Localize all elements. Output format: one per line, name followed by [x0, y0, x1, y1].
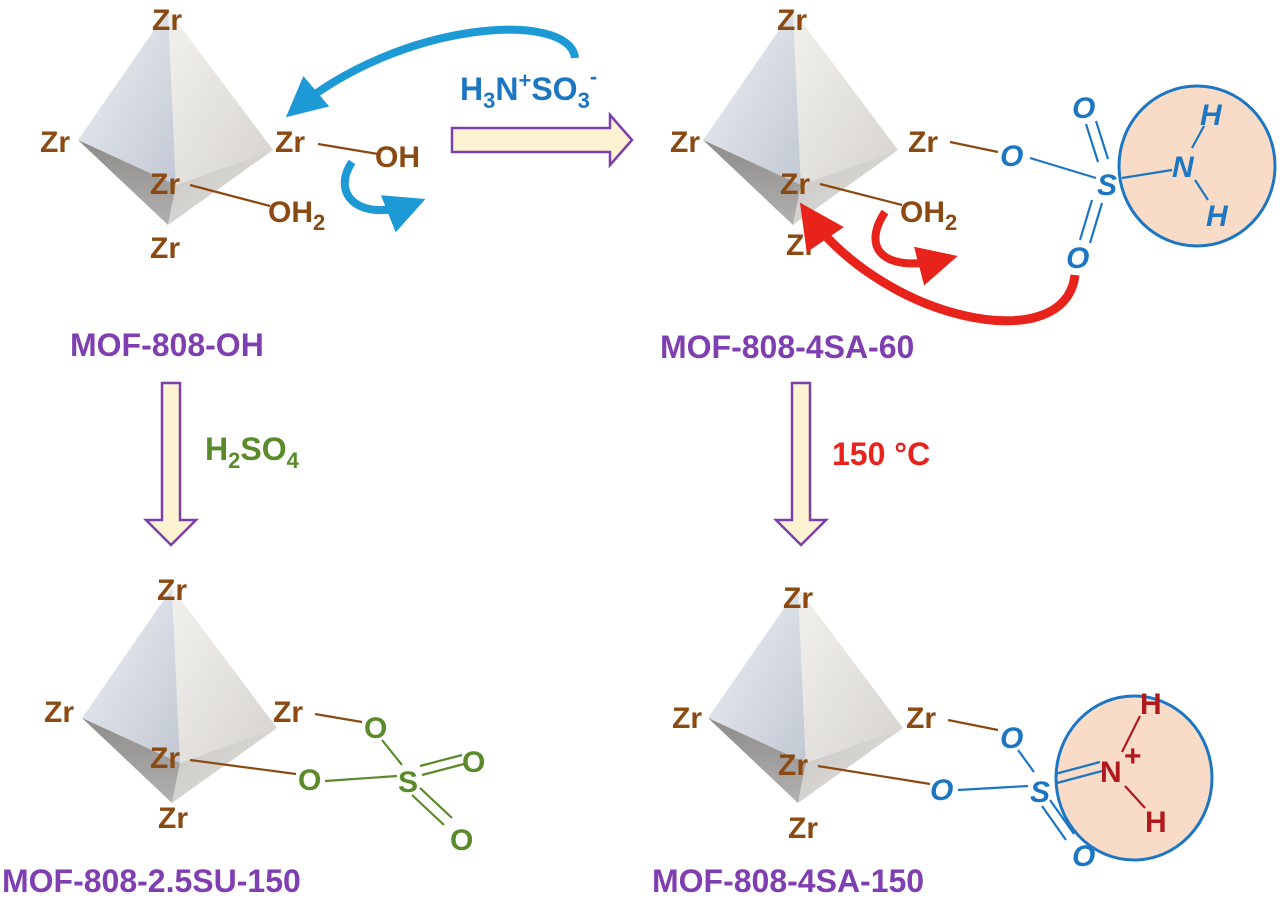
sulfate-o-bottom: O	[450, 824, 473, 857]
label-mof-808-oh: MOF-808-OH	[70, 327, 264, 363]
ammonium-n: N	[1100, 756, 1122, 789]
red-attack-arrow	[799, 202, 1080, 326]
aqua-label: OH2	[268, 196, 325, 235]
zr-o-bond-top	[314, 712, 363, 724]
zr-atom-center: Zr	[150, 742, 180, 775]
s-o-double-bond-b	[421, 762, 465, 777]
zr-atom-right: Zr	[908, 126, 938, 159]
sulfate-o-bridge-bottom: O	[298, 764, 321, 797]
ammonium-h-top: H	[1140, 688, 1162, 721]
zr-atom-top: Zr	[157, 574, 187, 607]
amine-n: N	[1172, 151, 1195, 184]
reaction-arrow-right-down	[772, 381, 830, 547]
o-s-bond-top	[1017, 749, 1035, 773]
s-o-double-bond-d	[1049, 799, 1075, 835]
zr-atom-bottom: Zr	[150, 232, 180, 265]
n-h-bond-top	[1121, 715, 1141, 753]
amine-h-bottom: H	[1206, 200, 1229, 233]
zr-o-bond-bottom	[817, 764, 931, 786]
s-o-double-bond-d	[419, 787, 453, 819]
sulfamate-o-bottom: O	[1066, 242, 1089, 275]
temperature-condition: 150 °C	[832, 436, 930, 472]
zr-atom-left: Zr	[670, 126, 700, 159]
label-mof-808-4sa-60: MOF-808-4SA-60	[660, 329, 914, 365]
sulfate-o-bridge-top: O	[364, 712, 387, 745]
zr-oh2-bond	[819, 182, 903, 207]
s-o-double-bond-c	[1041, 805, 1067, 841]
s-o-double-bond-c	[411, 794, 445, 826]
sulfamate-o-top: O	[1072, 92, 1095, 125]
blue-leave-arrow	[340, 159, 426, 233]
o-s-bond-top	[381, 739, 403, 766]
zr-oh-bond	[317, 142, 379, 156]
s-o-double-bond-a	[1084, 123, 1100, 163]
amine-h-top: H	[1200, 99, 1223, 132]
aqua-label: OH2	[900, 196, 957, 235]
zr-atom-bottom: Zr	[786, 229, 816, 262]
ammonium-h-bottom: H	[1145, 806, 1167, 839]
o-s-bond	[1029, 156, 1097, 180]
zr-o-bond	[949, 140, 999, 154]
zr-atom-left: Zr	[44, 696, 74, 729]
zr-o-bond-top	[947, 718, 999, 732]
red-leave-arrow	[871, 209, 958, 286]
sulfate-s: S	[398, 766, 418, 799]
sulfuric-acid-reagent: H2SO4	[205, 431, 300, 473]
ammonium-highlight-circle	[1054, 694, 1214, 862]
sulfamate-o-bridge-top: O	[1000, 722, 1023, 755]
s-o-double-bond-c	[1078, 199, 1094, 241]
s-n-double-bond-a	[1054, 760, 1101, 776]
zr-atom-right: Zr	[906, 702, 936, 735]
zr-oh2-bond	[189, 183, 271, 208]
zr-atom-center: Zr	[778, 749, 808, 782]
zr-atom-top: Zr	[777, 4, 807, 37]
zr-atom-left: Zr	[40, 126, 70, 159]
amine-highlight-circle	[1117, 84, 1277, 248]
zr-atom-bottom: Zr	[158, 802, 188, 835]
sulfamic-acid-reagent: H3N+SO3-	[460, 64, 597, 113]
s-o-double-bond-b	[1094, 120, 1110, 160]
zr-o-bond-bottom	[189, 758, 297, 776]
o-s-bond-bottom	[957, 784, 1029, 792]
n-h-bond-top	[1191, 125, 1205, 149]
ammonium-plus-charge: +	[1124, 740, 1142, 773]
sulfamate-s: S	[1097, 169, 1117, 202]
zr-atom-top: Zr	[152, 4, 182, 37]
label-mof-808-4sa-150: MOF-808-4SA-150	[652, 863, 924, 898]
reaction-arrow-left-down	[142, 381, 200, 547]
n-h-bond-bottom	[1124, 785, 1146, 809]
zr-atom-right: Zr	[273, 696, 303, 729]
n-h-bond-bottom	[1194, 179, 1209, 201]
sulfate-o-right: O	[462, 746, 485, 779]
sulfamate-o-bridge: O	[1000, 140, 1023, 173]
o-s-bond-bottom	[324, 774, 398, 783]
sulfamate-o-bridge-bottom: O	[930, 774, 953, 807]
zr-atom-center: Zr	[780, 168, 810, 201]
zr-atom-bottom: Zr	[788, 812, 818, 845]
s-o-double-bond-a	[419, 753, 463, 768]
zr-atom-center: Zr	[150, 168, 180, 201]
sulfamate-s: S	[1030, 776, 1050, 809]
s-n-bond	[1121, 168, 1173, 180]
hydroxyl-label: OH	[375, 141, 420, 174]
label-mof-808-2.5su-150: MOF-808-2.5SU-150	[2, 863, 301, 898]
zr-atom-left: Zr	[672, 702, 702, 735]
s-o-double-bond-d	[1088, 202, 1104, 244]
blue-attack-arrow	[285, 25, 579, 118]
zr-atom-top: Zr	[783, 582, 813, 615]
sulfamate-o-bottom: O	[1072, 840, 1095, 873]
zr-atom-right: Zr	[275, 126, 305, 159]
s-n-double-bond-b	[1056, 769, 1103, 785]
reaction-arrow-horizontal	[450, 111, 634, 169]
